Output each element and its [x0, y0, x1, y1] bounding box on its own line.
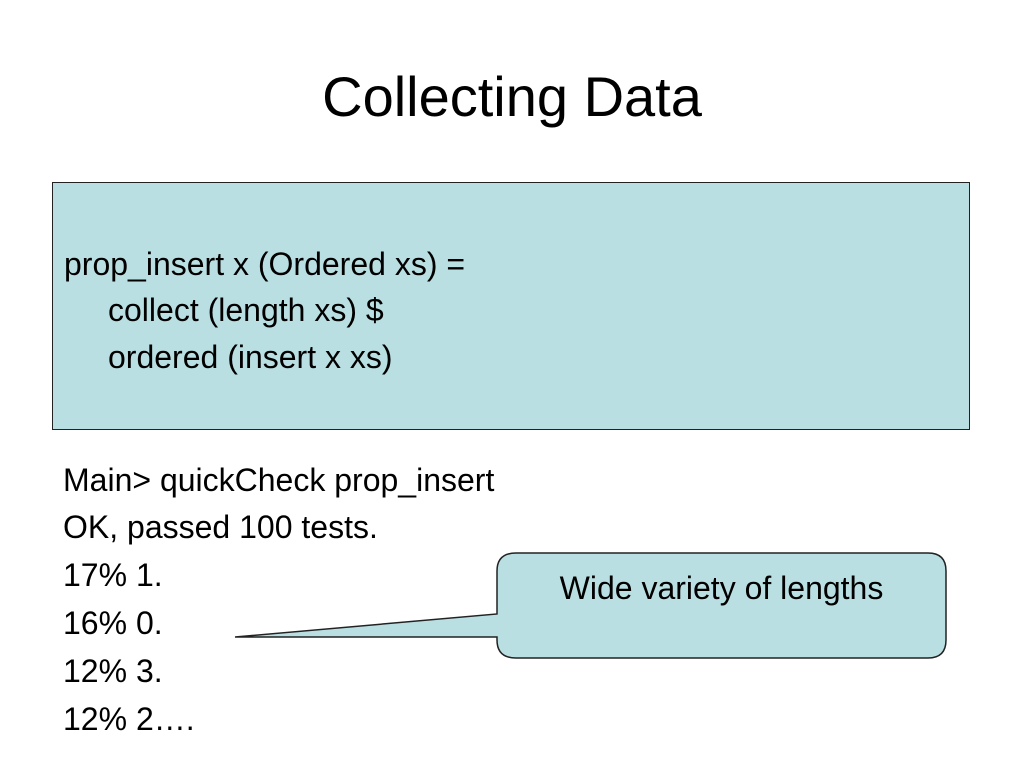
callout-text: Wide variety of lengths — [559, 570, 884, 606]
output-line-result-1: 17% 1. — [63, 557, 163, 593]
callout-pointer — [234, 552, 947, 659]
output-line-result-2: 16% 0. — [63, 605, 163, 641]
output-line-command: Main> quickCheck prop_insert — [63, 462, 495, 498]
code-line-2: collect (length xs) $ — [108, 292, 384, 328]
slide-title: Collecting Data — [322, 65, 702, 128]
output-line-result-4: 12% 2…. — [63, 701, 195, 737]
code-box: prop_insert x (Ordered xs) = collect (le… — [52, 182, 970, 430]
output-line-status: OK, passed 100 tests. — [63, 509, 378, 545]
output-line-result-3: 12% 3. — [63, 653, 163, 689]
code-line-1: prop_insert x (Ordered xs) = — [64, 246, 466, 282]
code-line-3: ordered (insert x xs) — [108, 339, 393, 375]
